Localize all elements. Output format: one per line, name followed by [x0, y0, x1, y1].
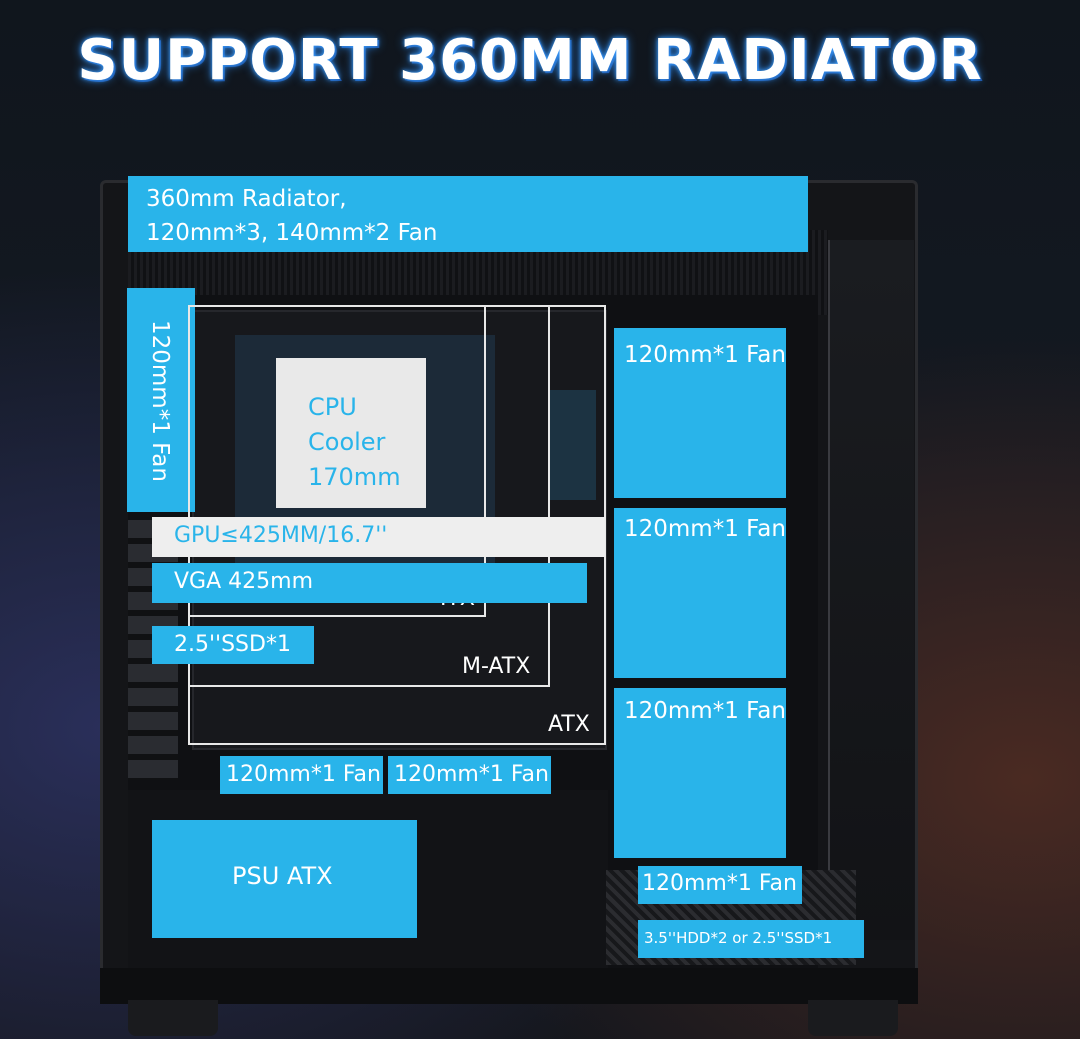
rear-fan-text: 120mm*1 Fan: [147, 320, 173, 482]
vga-text: VGA 425mm: [174, 569, 313, 594]
cpu-cooler-line2: Cooler: [308, 428, 386, 456]
cpu-cooler-label: CPU Cooler 170mm: [276, 358, 426, 508]
side-fan-1-text: 120mm*1 Fan: [624, 342, 786, 368]
rear-fan-label: 120mm*1 Fan: [127, 288, 195, 512]
case-bottom: [100, 968, 918, 1004]
ssd-text: 2.5''SSD*1: [174, 632, 291, 657]
cpu-cooler-line3: 170mm: [308, 463, 401, 491]
page-title: SUPPORT 360MM RADIATOR: [77, 28, 983, 93]
hdd-label: 3.5''HDD*2 or 2.5''SSD*1: [638, 920, 864, 958]
gpu-clearance-label: GPU≤425MM/16.7'': [152, 517, 605, 557]
side-fan-3-text: 120mm*1 Fan: [624, 698, 786, 724]
cable-cutout: [548, 390, 596, 500]
side-fan-1: 120mm*1 Fan: [614, 328, 786, 498]
side-fan-3: 120mm*1 Fan: [614, 688, 786, 858]
vga-label: VGA 425mm: [152, 563, 587, 603]
psu-text: PSU ATX: [232, 862, 333, 890]
bottom-fan-1-text: 120mm*1 Fan: [226, 762, 381, 787]
gpu-clearance-text: GPU≤425MM/16.7'': [174, 523, 388, 548]
front-glass-panel: [828, 240, 914, 940]
hdd-fan-text: 120mm*1 Fan: [642, 871, 797, 896]
top-radiator-label: 360mm Radiator, 120mm*3, 140mm*2 Fan: [128, 176, 808, 252]
case-foot-left: [128, 1000, 218, 1036]
bottom-fan-2: 120mm*1 Fan: [388, 756, 551, 794]
bottom-fan-1: 120mm*1 Fan: [220, 756, 383, 794]
ssd-label: 2.5''SSD*1: [152, 626, 314, 664]
top-radiator-line1: 360mm Radiator,: [146, 186, 347, 212]
matx-label: M-ATX: [462, 654, 531, 679]
psu-label: PSU ATX: [152, 820, 417, 938]
atx-label: ATX: [548, 712, 590, 737]
side-fan-2-text: 120mm*1 Fan: [624, 516, 786, 542]
top-radiator-line2: 120mm*3, 140mm*2 Fan: [146, 220, 438, 246]
hdd-fan-label: 120mm*1 Fan: [638, 866, 802, 904]
hdd-text: 3.5''HDD*2 or 2.5''SSD*1: [644, 929, 833, 947]
itx-outline: [188, 305, 486, 617]
cpu-cooler-line1: CPU: [308, 393, 357, 421]
bottom-fan-2-text: 120mm*1 Fan: [394, 762, 549, 787]
case-foot-right: [808, 1000, 898, 1036]
side-fan-2: 120mm*1 Fan: [614, 508, 786, 678]
